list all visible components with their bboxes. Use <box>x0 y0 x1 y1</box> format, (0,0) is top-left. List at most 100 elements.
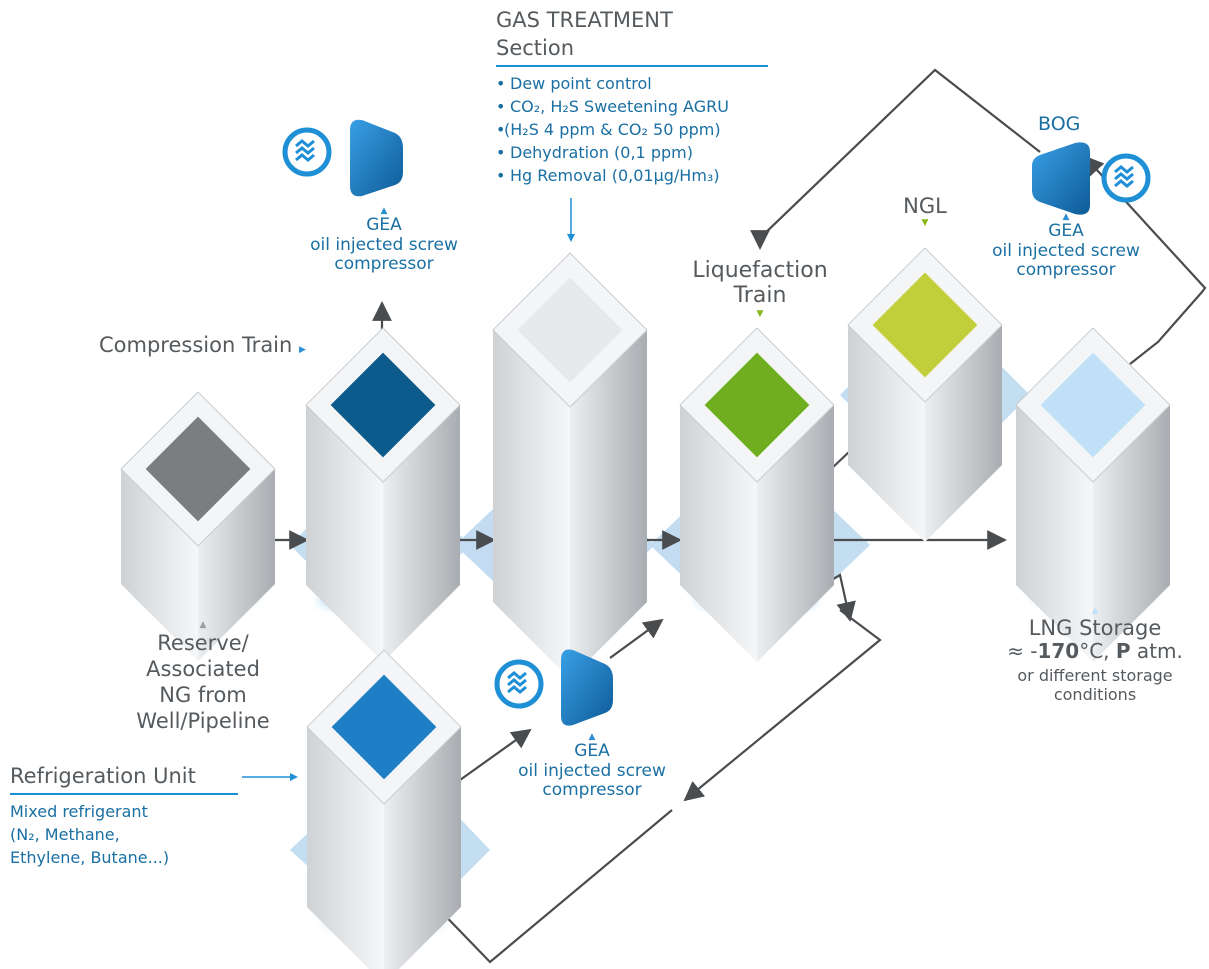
lng-storage-title: LNG Storage <box>1028 616 1162 640</box>
compressor-bottom <box>494 649 613 726</box>
gas-treatment-item: CO₂, H₂S Sweetening AGRU <box>496 95 729 118</box>
reserve-line1: Reserve/ <box>157 631 249 655</box>
tower-reserve-left-face <box>121 469 198 661</box>
gas-treatment-list: Dew point control CO₂, H₂S Sweetening AG… <box>496 72 729 187</box>
tower-ngl <box>847 247 1003 542</box>
tower-refrigeration-left-face <box>307 727 384 969</box>
tower-lng-storage-right-face <box>1093 405 1170 662</box>
tower-treatment-rim-edge <box>492 252 648 408</box>
tower-compression-rim-edge <box>305 327 461 483</box>
compressor-desc-line2: compressor <box>1016 260 1116 281</box>
compressor-brand: GEA <box>1048 221 1084 242</box>
compressor-bottom-label: ▲ GEA oil injected screw compressor <box>492 732 692 801</box>
tower-reserve-top-face <box>145 416 251 522</box>
compressor-desc-line1: oil injected screw <box>310 234 458 255</box>
tower-liquefaction-top-face <box>704 352 810 458</box>
screw-compressor-icon <box>561 649 613 726</box>
reserve-label: ▲ Reserve/ Associated NG from Well/Pipel… <box>118 620 288 734</box>
pointer-right-icon: ▶ <box>299 345 306 355</box>
compressor-desc-line1: oil injected screw <box>518 760 666 781</box>
tower-treatment <box>492 252 648 679</box>
flow-arrow-icon <box>459 728 532 781</box>
compression-train-text: Compression Train <box>99 333 293 357</box>
flow-arrow-icon <box>750 68 1041 250</box>
lng-storage-condition: ≈ -170°C, P atm. <box>990 640 1200 663</box>
refrigeration-details: Mixed refrigerant (N₂, Methane, Ethylene… <box>10 800 169 869</box>
screw-compressor-icon <box>350 119 403 197</box>
tower-compression <box>305 327 461 662</box>
tower-refrigeration-rim-edge <box>306 649 462 805</box>
lng-storage-label: ▲ LNG Storage ≈ -170°C, P atm. or differ… <box>990 606 1200 704</box>
gas-treatment-title: GAS TREATMENT <box>496 8 673 32</box>
compressor-bog-label: ▲ GEA oil injected screw compressor <box>966 212 1166 281</box>
tower-refrigeration <box>306 649 462 969</box>
ngl-label: NGL ▼ <box>885 194 965 228</box>
tower-treatment-right-face <box>570 330 647 679</box>
compression-train-label: Compression Train ▶ <box>99 333 306 357</box>
tower-reserve-right-face <box>198 469 275 661</box>
flow-arrow-icon <box>428 809 673 964</box>
screw-compressor-icon <box>1032 142 1090 215</box>
gas-treatment-underline <box>496 65 768 67</box>
compressor-desc-line1: oil injected screw <box>992 240 1140 261</box>
flow-arrow-icon <box>1083 155 1207 365</box>
bog-tag: BOG <box>1038 113 1081 135</box>
gas-treatment-item: Dew point control <box>496 72 729 95</box>
lng-storage-note2: conditions <box>1053 684 1137 704</box>
tower-lng-storage-left-face <box>1016 405 1093 662</box>
pointer-ticks <box>242 198 575 781</box>
tower-compression-right-face <box>383 405 460 662</box>
temperature-unit: °C, <box>1079 639 1116 664</box>
pointer-down-icon: ▼ <box>756 308 764 319</box>
compressor-desc-line2: compressor <box>542 780 642 801</box>
tower-ngl-right-face <box>925 325 1002 542</box>
tower-reserve <box>120 391 276 661</box>
compressor-brand: GEA <box>574 741 610 762</box>
liquefaction-label: Liquefaction Train ▼ <box>660 258 860 319</box>
tower-liquefaction-left-face <box>680 405 757 662</box>
gas-treatment-subtitle: Section <box>496 36 575 60</box>
flow-arrow-icon <box>609 618 664 659</box>
ngl-text: NGL <box>903 194 947 218</box>
tower-ngl-top-face <box>872 272 978 378</box>
tower-lng-storage-top-face <box>1040 352 1146 458</box>
liquefaction-line2: Train <box>733 283 787 309</box>
pointer-up-icon: ▲ <box>1062 212 1070 222</box>
gas-treatment-item: (H₂S 4 ppm & CO₂ 50 ppm) <box>496 118 729 141</box>
tower-lng-storage-rim-edge <box>1015 327 1171 483</box>
reserve-line2: Associated <box>146 657 260 681</box>
refrigeration-title: Refrigeration Unit <box>10 764 196 788</box>
tower-treatment-left-face <box>493 330 570 679</box>
tower-reserve-rim-edge <box>120 391 276 547</box>
compressor-brand: GEA <box>366 215 402 236</box>
refrigeration-line1: Mixed refrigerant <box>10 802 148 821</box>
tower-liquefaction-right-face <box>757 405 834 662</box>
tower-refrigeration-top-face <box>331 674 437 780</box>
compressor-top-label: ▲ GEA oil injected screw compressor <box>284 206 484 275</box>
refrigeration-underline <box>10 793 238 795</box>
tower-refrigeration-right-face <box>384 727 461 969</box>
approx-symbol: ≈ - <box>1007 639 1038 664</box>
lng-storage-note1: or different storage <box>1017 666 1173 686</box>
compressor-desc-line2: compressor <box>334 254 434 275</box>
pointer-up-icon: ▲ <box>199 620 207 630</box>
refrigeration-line3: Ethylene, Butane...) <box>10 848 170 867</box>
pointer-up-icon: ▲ <box>380 206 388 216</box>
temperature-value: 170 <box>1037 639 1080 664</box>
compressor-top <box>282 119 403 197</box>
flow-arrow-icon <box>683 609 882 802</box>
tower-compression-top-face <box>330 352 436 458</box>
liquefaction-line1: Liquefaction <box>692 258 828 283</box>
compressor-bog <box>1032 142 1151 215</box>
pointer-up-icon: ▲ <box>1091 606 1099 616</box>
tower-liquefaction-rim-edge <box>679 327 835 483</box>
tower-lng-storage <box>1015 327 1171 662</box>
towers <box>120 247 1171 969</box>
pointer-down-icon: ▼ <box>921 218 929 229</box>
reserve-line3: NG from <box>159 683 247 707</box>
pressure-symbol: P <box>1115 639 1131 664</box>
tower-liquefaction <box>679 327 835 662</box>
pointer-up-icon: ▲ <box>588 732 596 742</box>
